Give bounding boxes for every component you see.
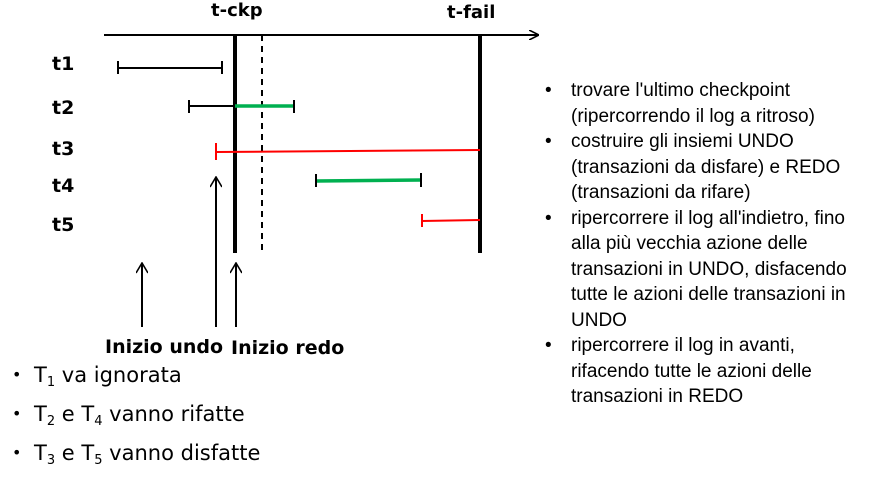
transaction-bar-t3 [215, 143, 481, 160]
step-text: ripercorrere il log all'indietro, fino a… [571, 207, 847, 331]
bullet-icon: • [545, 131, 552, 152]
recovery-step: • ripercorrere il log in avanti, rifacend… [545, 333, 870, 410]
transaction-label-t5: t5 [52, 214, 74, 236]
bullet-icon: • [545, 207, 552, 229]
transaction-bar-t5 [421, 214, 481, 227]
transaction-label-t2: t2 [52, 97, 74, 119]
step-text: ripercorrere il log in avanti, rifacendo… [571, 335, 812, 407]
bullet-icon: • [12, 404, 22, 423]
step-text: trovare l'ultimo checkpoint (ripercorren… [571, 80, 815, 127]
transaction-bar-t1 [117, 61, 223, 74]
transaction-label-t3: t3 [52, 138, 74, 160]
redo-start-label: Inizio redo [231, 337, 344, 359]
transaction-bar-t2 [188, 100, 295, 113]
bullet-icon: • [12, 443, 22, 462]
bullet-icon: • [545, 80, 552, 101]
transaction-label-t1: t1 [52, 53, 74, 75]
step-text: costruire gli insiemi UNDO (transazioni … [571, 131, 841, 203]
checkpoint-label: t-ckp [211, 0, 263, 21]
conclusion-item: •T3 e T5 vanno disfatte [12, 438, 260, 477]
undo-start-label: Inizio undo [105, 336, 223, 358]
bullet-icon: • [545, 335, 552, 356]
recovery-steps-list: • trovare l'ultimo checkpoint (ripercorre… [545, 78, 870, 410]
conclusion-item: •T1 va ignorata [12, 360, 260, 399]
recovery-step: • trovare l'ultimo checkpoint (ripercorre… [545, 78, 870, 129]
recovery-step: • ripercorrere il log all'indietro, fino … [545, 206, 870, 334]
bullet-icon: • [12, 365, 22, 384]
conclusion-item: •T2 e T4 vanno rifatte [12, 399, 260, 438]
transaction-label-t4: t4 [52, 175, 74, 197]
recovery-step: • costruire gli insiemi UNDO (transazioni… [545, 129, 870, 206]
conclusions-list: •T1 va ignorata •T2 e T4 vanno rifatte •… [12, 360, 260, 477]
transaction-bar-t4 [315, 173, 422, 187]
failure-label: t-fail [447, 2, 495, 23]
